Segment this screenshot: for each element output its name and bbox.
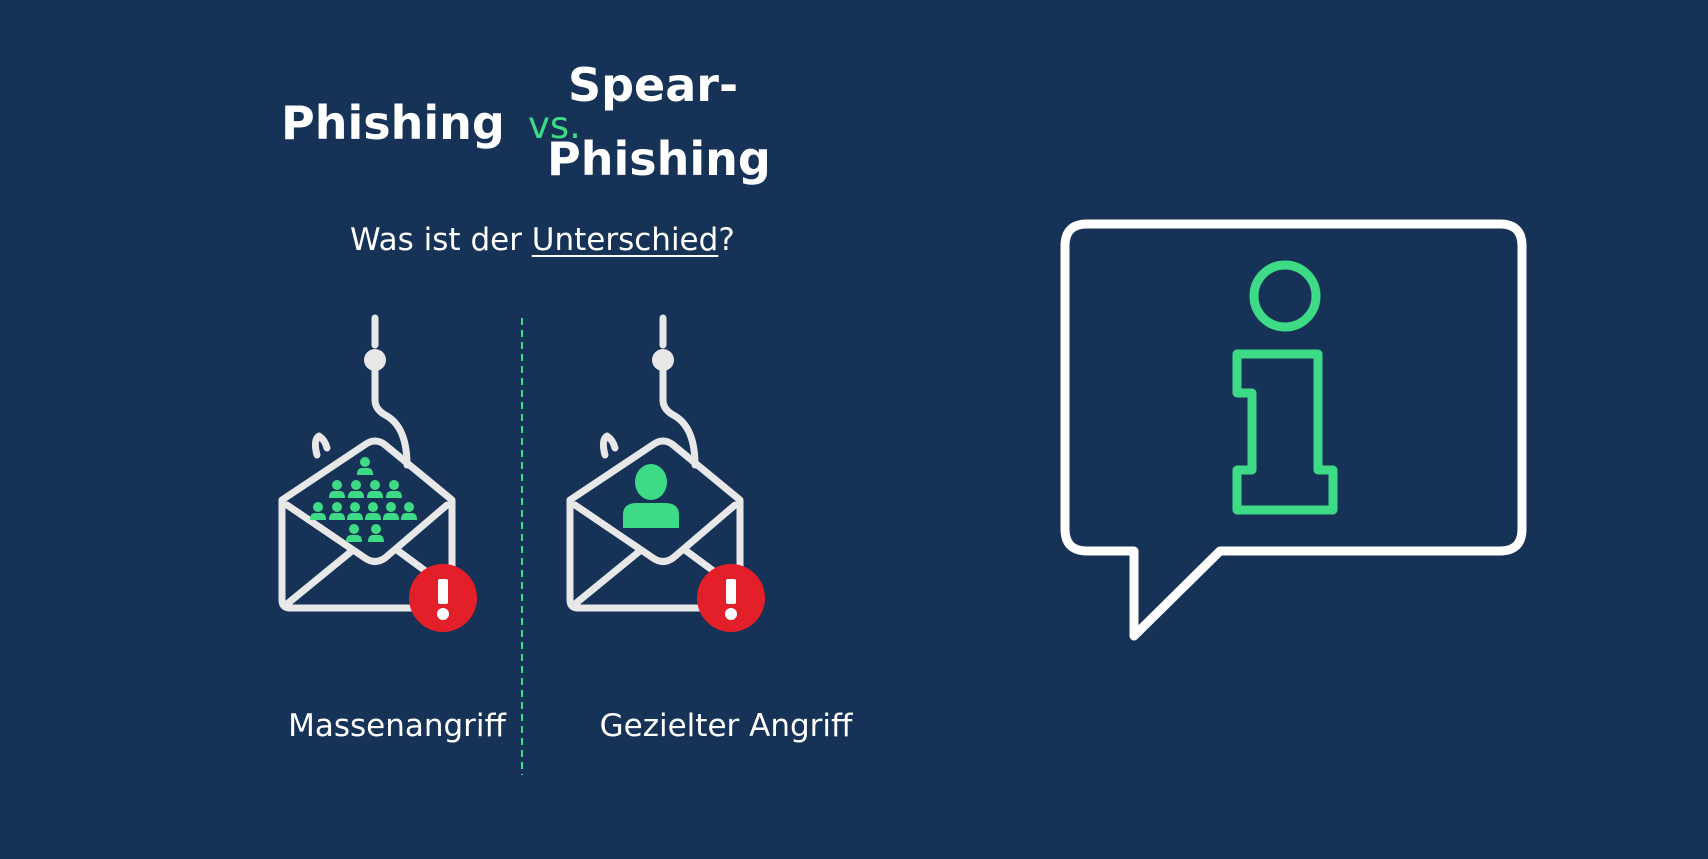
label-mass-attack: Massenangriff [288,708,506,744]
mass-email-phishing-icon [282,318,477,632]
alert-icon [409,564,477,632]
subtitle-prefix: Was ist der [350,222,532,258]
subtitle-emphasis: Unterschied [531,222,719,258]
info-icon [1232,260,1338,515]
title-phishing: Phishing [281,96,505,150]
person-icon [623,464,679,528]
label-targeted-attack: Gezielter Angriff [599,708,853,744]
alert-icon [697,564,765,632]
targeted-email-phishing-icon [570,318,765,632]
subtitle: Was ist der Unterschied? [350,222,735,258]
title-vs: vs. [528,104,581,147]
info-speech-bubble-icon [1060,219,1527,641]
title-spear-line1: Spear- [568,58,739,112]
subtitle-suffix: ? [718,222,735,258]
title-spear-line2: Phishing [547,132,771,186]
